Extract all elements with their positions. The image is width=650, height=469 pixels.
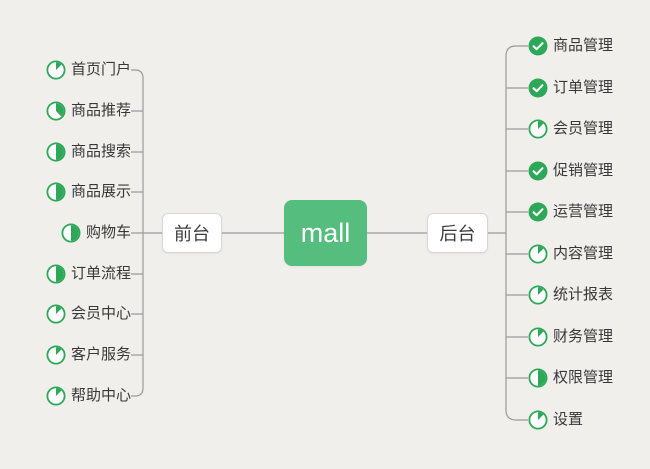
mindmap-item-left-7[interactable]: 客户服务 [0,344,131,366]
pie-progress-icon [46,264,66,284]
mindmap-item-label: 商品搜索 [70,143,131,160]
mindmap-item-left-5[interactable]: 订单流程 [0,263,131,285]
branch-node-frontend-label: 前台 [174,224,210,244]
pie-progress-icon [528,410,548,430]
pie-progress-icon [46,142,66,162]
mindmap-item-left-2[interactable]: 商品搜索 [0,141,131,163]
mindmap-item-right-3[interactable]: 促销管理 [528,160,613,182]
pie-progress-icon [528,368,548,388]
mindmap-item-label: 首页门户 [70,61,131,78]
mindmap-item-label: 商品推荐 [70,102,131,119]
pie-progress-icon [528,327,548,347]
mindmap-item-right-9[interactable]: 设置 [528,409,583,431]
check-circle-icon [528,202,548,222]
mindmap-item-right-4[interactable]: 运营管理 [528,201,613,223]
pie-progress-icon [46,345,66,365]
mindmap-item-left-1[interactable]: 商品推荐 [0,100,131,122]
mindmap-item-label: 财务管理 [553,328,614,345]
root-node-label: mall [300,217,351,248]
mindmap-item-label: 帮助中心 [70,387,131,404]
branch-node-backend[interactable]: 后台 [427,213,488,253]
pie-progress-icon [46,304,66,324]
mindmap-item-right-2[interactable]: 会员管理 [528,118,613,140]
check-circle-icon [528,161,548,181]
pie-progress-icon [46,182,66,202]
mindmap-item-right-7[interactable]: 财务管理 [528,326,613,348]
mindmap-item-label: 订单流程 [70,265,131,282]
check-circle-icon [528,78,548,98]
mindmap-item-label: 商品管理 [553,37,614,54]
mindmap-item-left-4[interactable]: 购物车 [0,222,131,244]
mindmap-item-label: 会员中心 [70,305,131,322]
root-node-mall[interactable]: mall [284,200,367,266]
mindmap-item-label: 设置 [553,411,584,428]
mindmap-item-left-8[interactable]: 帮助中心 [0,385,131,407]
pie-progress-icon [46,60,66,80]
mindmap-item-label: 运营管理 [553,203,614,220]
mindmap-item-right-5[interactable]: 内容管理 [528,243,613,265]
mindmap-item-left-6[interactable]: 会员中心 [0,303,131,325]
mindmap-item-left-0[interactable]: 首页门户 [0,59,131,81]
mindmap-item-label: 订单管理 [553,79,614,96]
mindmap-item-right-1[interactable]: 订单管理 [528,77,613,99]
mindmap-item-label: 促销管理 [553,162,614,179]
mindmap-item-left-3[interactable]: 商品展示 [0,181,131,203]
mindmap-item-right-8[interactable]: 权限管理 [528,367,613,389]
mindmap-item-right-6[interactable]: 统计报表 [528,284,613,306]
pie-progress-icon [528,119,548,139]
mindmap-item-label: 统计报表 [553,286,614,303]
pie-progress-icon [46,101,66,121]
mindmap-item-label: 客户服务 [70,346,131,363]
mindmap-item-label: 商品展示 [70,183,131,200]
branch-node-frontend[interactable]: 前台 [162,213,222,253]
mindmap-item-label: 购物车 [85,224,131,241]
mindmap-item-right-0[interactable]: 商品管理 [528,35,613,57]
pie-progress-icon [46,386,66,406]
mindmap-item-label: 会员管理 [553,120,614,137]
branch-node-backend-label: 后台 [439,224,476,244]
pie-progress-icon [61,223,81,243]
mindmap-item-label: 内容管理 [553,245,614,262]
pie-progress-icon [528,244,548,264]
check-circle-icon [528,36,548,56]
pie-progress-icon [528,285,548,305]
mindmap-item-label: 权限管理 [553,369,614,386]
